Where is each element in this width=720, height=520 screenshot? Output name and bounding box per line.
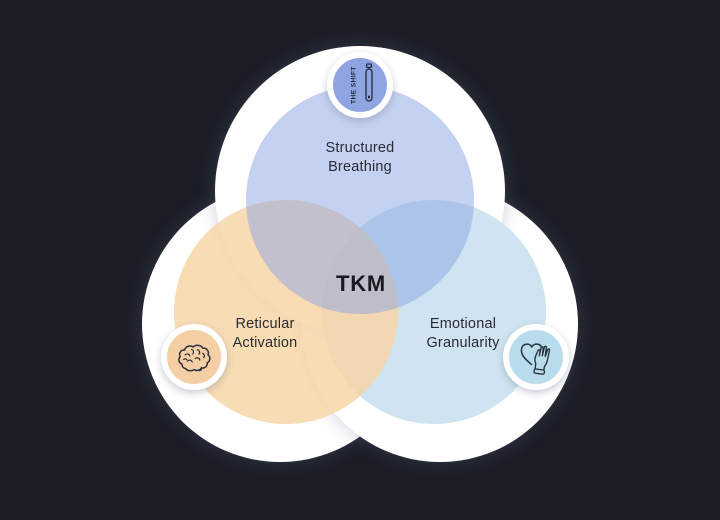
label-line: Breathing [328, 158, 392, 175]
heart-in-hand-icon [520, 343, 551, 375]
label-structured-breathing: Structured Breathing [260, 139, 460, 176]
label-line: Emotional [429, 316, 497, 332]
badge-reticular-activation [161, 324, 227, 390]
shift-brand-label: THE SHIFT [350, 66, 358, 104]
badge-emotional-granularity [503, 324, 569, 390]
label-line: Reticular [235, 316, 295, 332]
label-line: Granularity [426, 334, 500, 351]
badge-structured-breathing: THE SHIFT [327, 52, 393, 118]
venn-circle-structured-breathing [246, 86, 474, 314]
label-line: Activation [232, 334, 298, 351]
center-label-tkm: TKM [335, 271, 387, 296]
label-line: Structured [325, 140, 395, 156]
label-reticular-activation: Reticular Activation [165, 315, 365, 352]
label-emotional-granularity: Emotional Granularity [363, 315, 563, 352]
brain-icon [178, 344, 211, 372]
shift-necklace-icon [365, 63, 373, 102]
